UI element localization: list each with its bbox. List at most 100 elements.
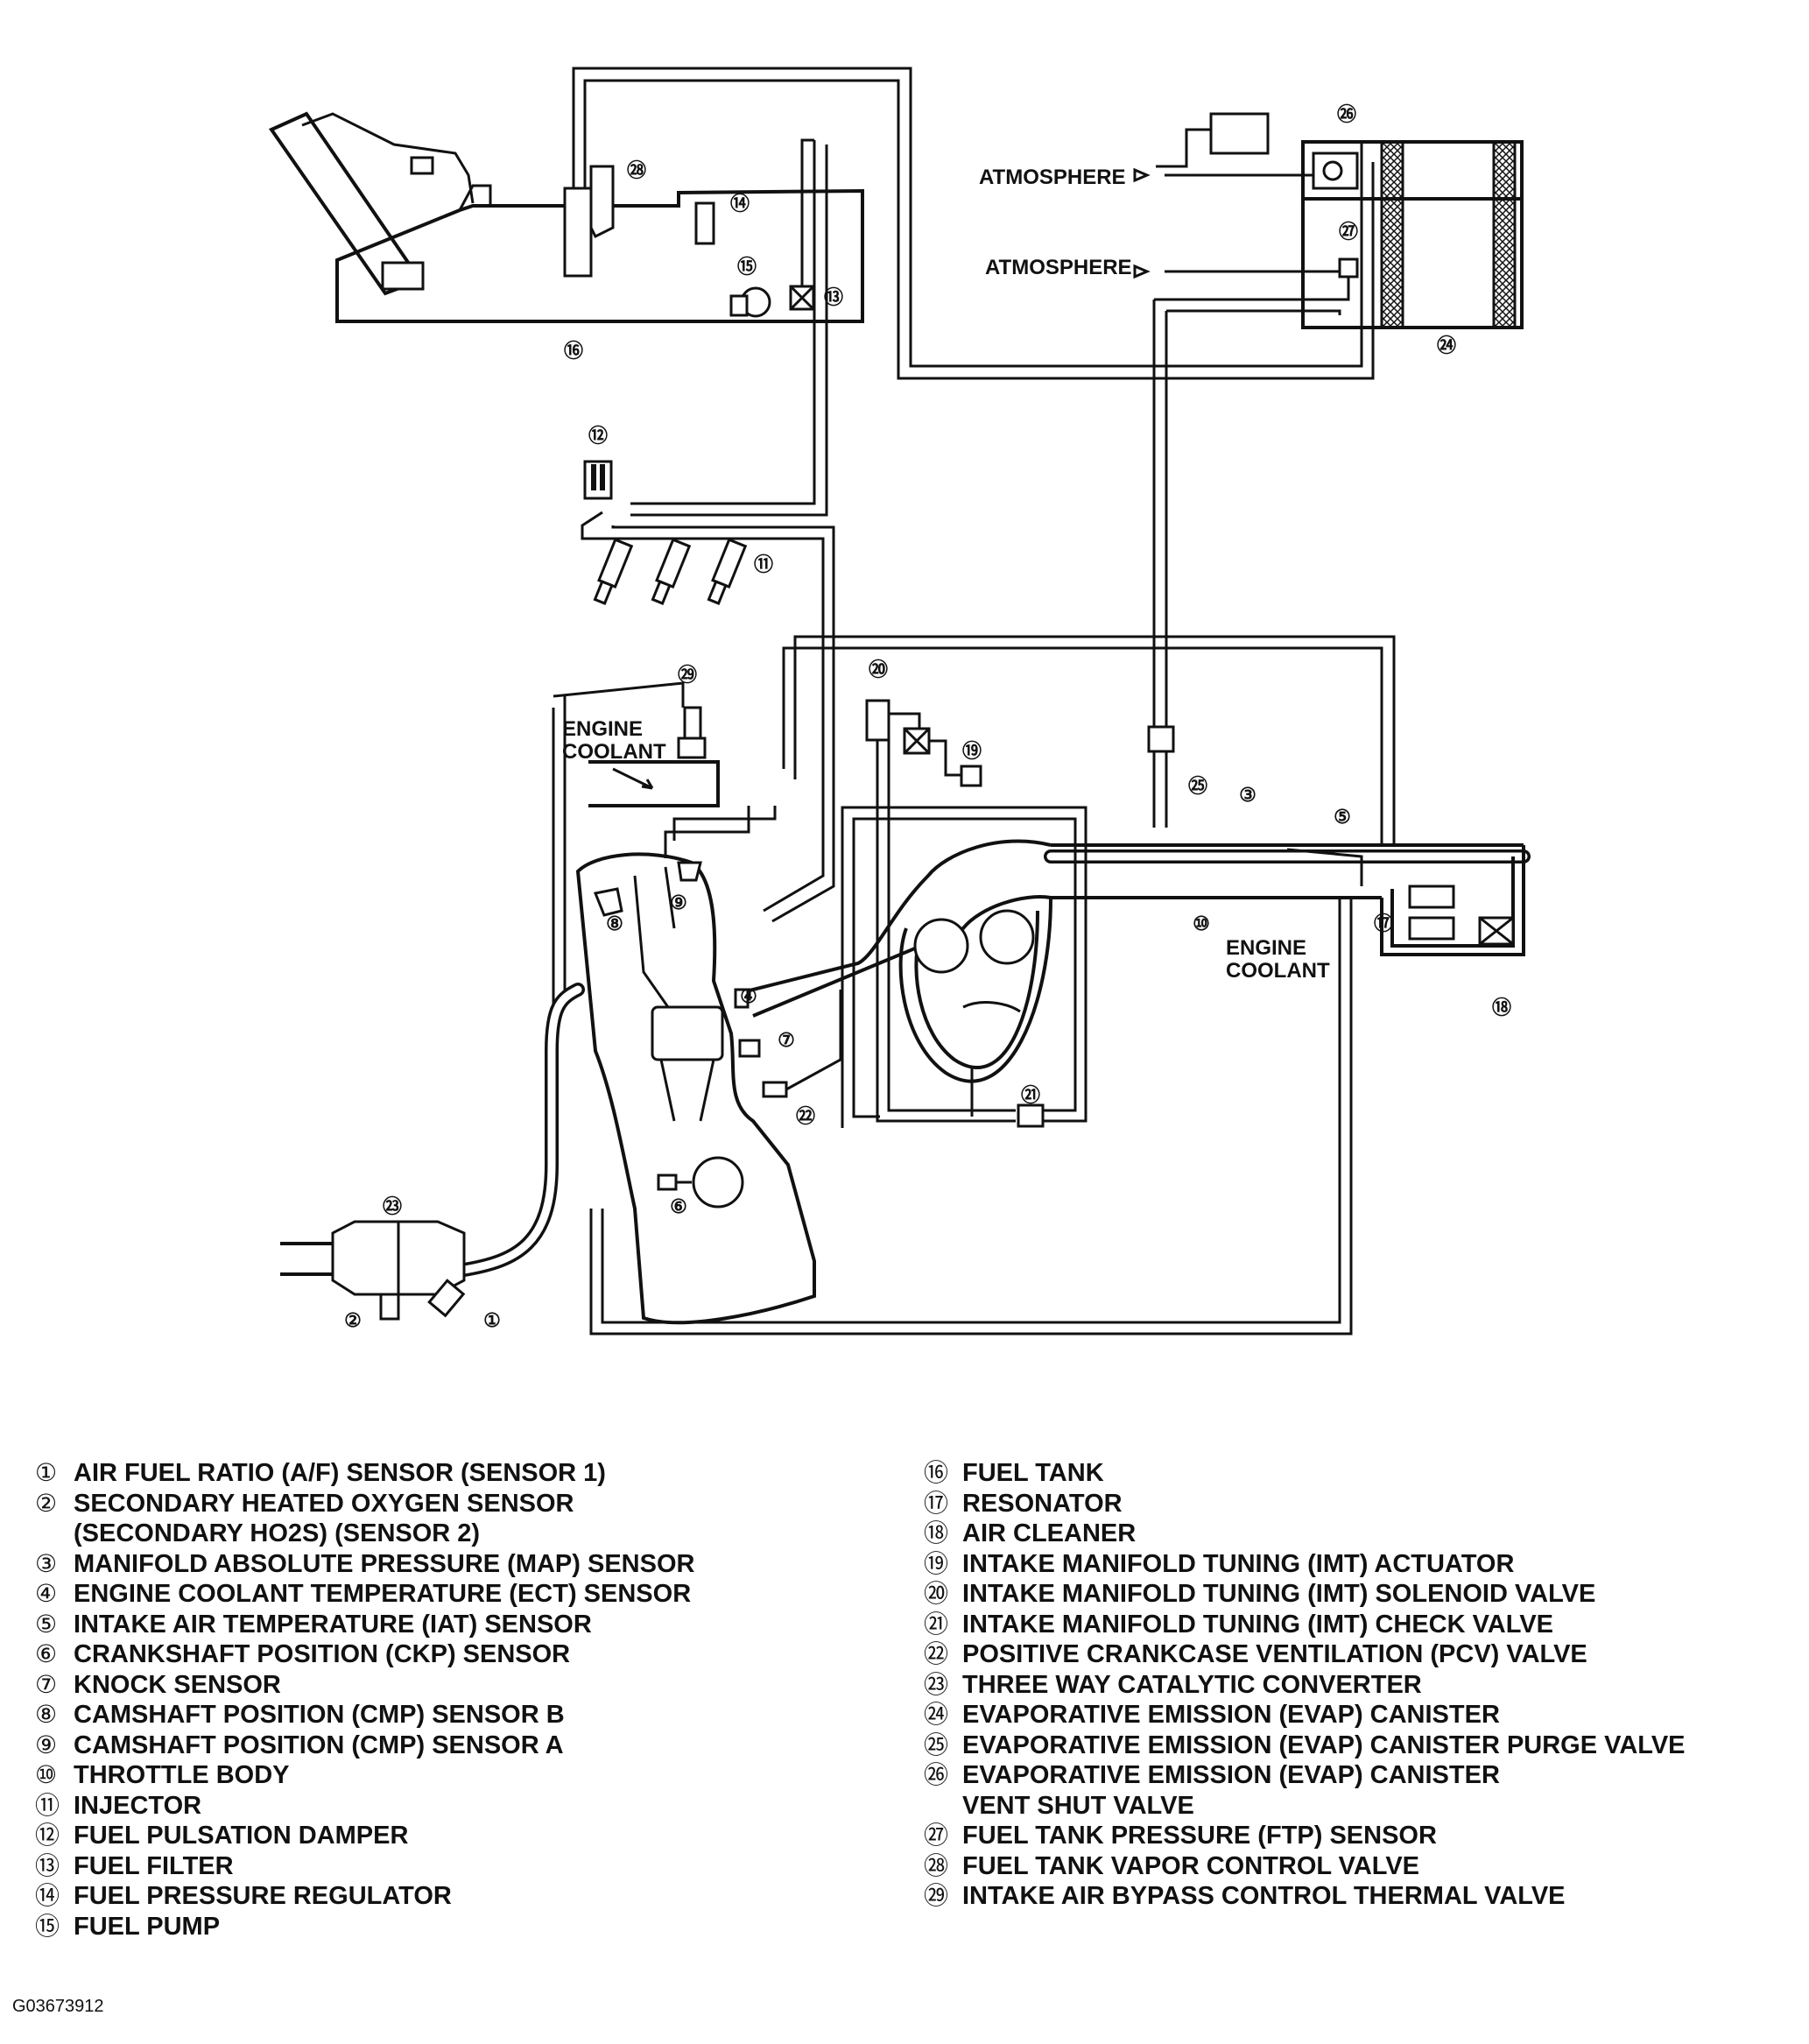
thermal-valve [588, 706, 720, 807]
engine-block [575, 852, 816, 1325]
legend-text: ENGINE COOLANT TEMPERATURE (ECT) SENSOR [74, 1580, 692, 1608]
legend-item: ㉑ INTAKE MANIFOLD TUNING (IMT) CHECK VALV… [924, 1610, 1799, 1640]
legend-item: ㉕ EVAPORATIVE EMISSION (EVAP) CANISTER PU… [924, 1730, 1799, 1761]
legend-item: ⑨ CAMSHAFT POSITION (CMP) SENSOR A [35, 1730, 876, 1761]
exhaust-system [280, 983, 585, 1321]
callout-12: ⑫ [588, 425, 608, 447]
legend-text: INTAKE MANIFOLD TUNING (IMT) ACTUATOR [962, 1549, 1515, 1578]
legend-number: ⑳ [924, 1579, 949, 1608]
legend-number: ⑭ [35, 1881, 60, 1910]
legend-text: AIR FUEL RATIO (A/F) SENSOR (SENSOR 1) [74, 1459, 606, 1487]
legend-text: EVAPORATIVE EMISSION (EVAP) CANISTER [962, 1701, 1500, 1729]
legend-text: AIR CLEANER [962, 1519, 1137, 1547]
legend-left-column: ① AIR FUEL RATIO (A/F) SENSOR (SENSOR 1) ②… [35, 1458, 876, 1942]
legend-text: CAMSHAFT POSITION (CMP) SENSOR B [74, 1701, 565, 1729]
legend-text: MANIFOLD ABSOLUTE PRESSURE (MAP) SENSOR [74, 1549, 695, 1578]
engine-coolant-label-bottom-l2: COOLANT [1226, 959, 1330, 983]
legend-number: ① [35, 1458, 58, 1487]
legend-text: THROTTLE BODY [74, 1761, 290, 1789]
legend-text: FUEL PULSATION DAMPER [74, 1822, 409, 1850]
legend-text: KNOCK SENSOR [74, 1670, 281, 1699]
callout-10: ⑩ [1193, 913, 1210, 934]
legend-text: INTAKE AIR BYPASS CONTROL THERMAL VALVE [962, 1882, 1566, 1910]
callout-17: ⑰ [1374, 913, 1393, 934]
legend-number: ⑫ [35, 1821, 60, 1850]
fuel-lines [572, 67, 1375, 923]
callout-24: ㉔ [1437, 335, 1456, 356]
imt-valves [841, 699, 1088, 1128]
legend-number: ⑤ [35, 1609, 58, 1639]
callout-7: ⑦ [778, 1029, 795, 1051]
legend-item: ㉘ FUEL TANK VAPOR CONTROL VALVE [924, 1851, 1799, 1882]
callout-27: ㉗ [1339, 221, 1358, 243]
callout-9: ⑨ [670, 892, 687, 913]
legend-number: ⑩ [35, 1760, 58, 1789]
legend-number: ㉕ [924, 1730, 949, 1759]
atmosphere-label-2: ATMOSPHERE [985, 256, 1132, 279]
legend-text: INTAKE AIR TEMPERATURE (IAT) SENSOR [74, 1610, 592, 1639]
legend-text: FUEL TANK [962, 1459, 1104, 1487]
callout-3: ③ [1239, 784, 1256, 806]
legend-text: FUEL FILTER [74, 1851, 234, 1880]
figure-id: G03673912 [12, 1997, 104, 2016]
callout-26: ㉖ [1337, 103, 1356, 125]
legend-item: ⑯ FUEL TANK [924, 1458, 1799, 1489]
evap-canister [1133, 112, 1524, 828]
legend-number: ⑧ [35, 1700, 58, 1729]
fuel-tank [268, 111, 864, 323]
legend-number: ㉘ [924, 1850, 949, 1880]
legend-number: ㉑ [924, 1609, 949, 1639]
legend-item: ⑫ FUEL PULSATION DAMPER [35, 1821, 876, 1851]
callout-16: ⑯ [564, 340, 583, 362]
engine-coolant-label-bottom-l1: ENGINE [1226, 936, 1306, 960]
callout-25: ㉕ [1188, 775, 1207, 797]
callout-8: ⑧ [606, 913, 623, 934]
legend-item: ⑬ FUEL FILTER [35, 1851, 876, 1882]
callout-29: ㉙ [678, 664, 697, 686]
legend-item: ⑤ INTAKE AIR TEMPERATURE (IAT) SENSOR [35, 1610, 876, 1640]
engine-coolant-label-top-l1: ENGINE [562, 717, 643, 741]
legend-number: ⑯ [924, 1458, 949, 1487]
fuel-pulsation-damper [583, 460, 613, 500]
intake-manifold [735, 839, 1052, 1083]
fuel-injectors [593, 538, 748, 605]
legend-text: EVAPORATIVE EMISSION (EVAP) CANISTER VEN… [962, 1761, 1500, 1820]
engine-emission-system-diagram: ATMOSPHERE ATMOSPHERE ENGINE COOLANT ENG… [268, 67, 1531, 1336]
legend-item: ㉙ INTAKE AIR BYPASS CONTROL THERMAL VALVE [924, 1881, 1799, 1912]
callout-1: ① [483, 1309, 501, 1331]
callout-18: ⑱ [1492, 997, 1511, 1018]
callout-21: ㉑ [1021, 1084, 1040, 1106]
callout-11: ⑪ [754, 553, 773, 575]
legend-text: INJECTOR [74, 1791, 202, 1820]
legend-number: ㉒ [924, 1639, 949, 1668]
legend-number: ⑨ [35, 1730, 58, 1759]
callout-5: ⑤ [1334, 806, 1351, 828]
legend-number: ㉓ [924, 1669, 949, 1699]
legend-text: THREE WAY CATALYTIC CONVERTER [962, 1670, 1422, 1699]
callout-20: ⑳ [869, 659, 888, 680]
legend-text: CAMSHAFT POSITION (CMP) SENSOR A [74, 1730, 564, 1759]
legend-number: ㉙ [924, 1881, 949, 1910]
legend-text: FUEL TANK VAPOR CONTROL VALVE [962, 1851, 1420, 1880]
legend-number: ⑬ [35, 1850, 60, 1880]
legend-text: EVAPORATIVE EMISSION (EVAP) CANISTER PUR… [962, 1730, 1686, 1759]
callout-14: ⑭ [730, 193, 750, 215]
legend-number: ㉖ [924, 1760, 949, 1789]
engine-sensors [734, 988, 842, 1098]
atmosphere-label-1: ATMOSPHERE [979, 166, 1126, 189]
intake-duct [1044, 843, 1531, 956]
legend-number: ② [35, 1488, 58, 1518]
legend-text: INTAKE MANIFOLD TUNING (IMT) CHECK VALVE [962, 1610, 1554, 1639]
legend-number: ㉔ [924, 1700, 949, 1729]
